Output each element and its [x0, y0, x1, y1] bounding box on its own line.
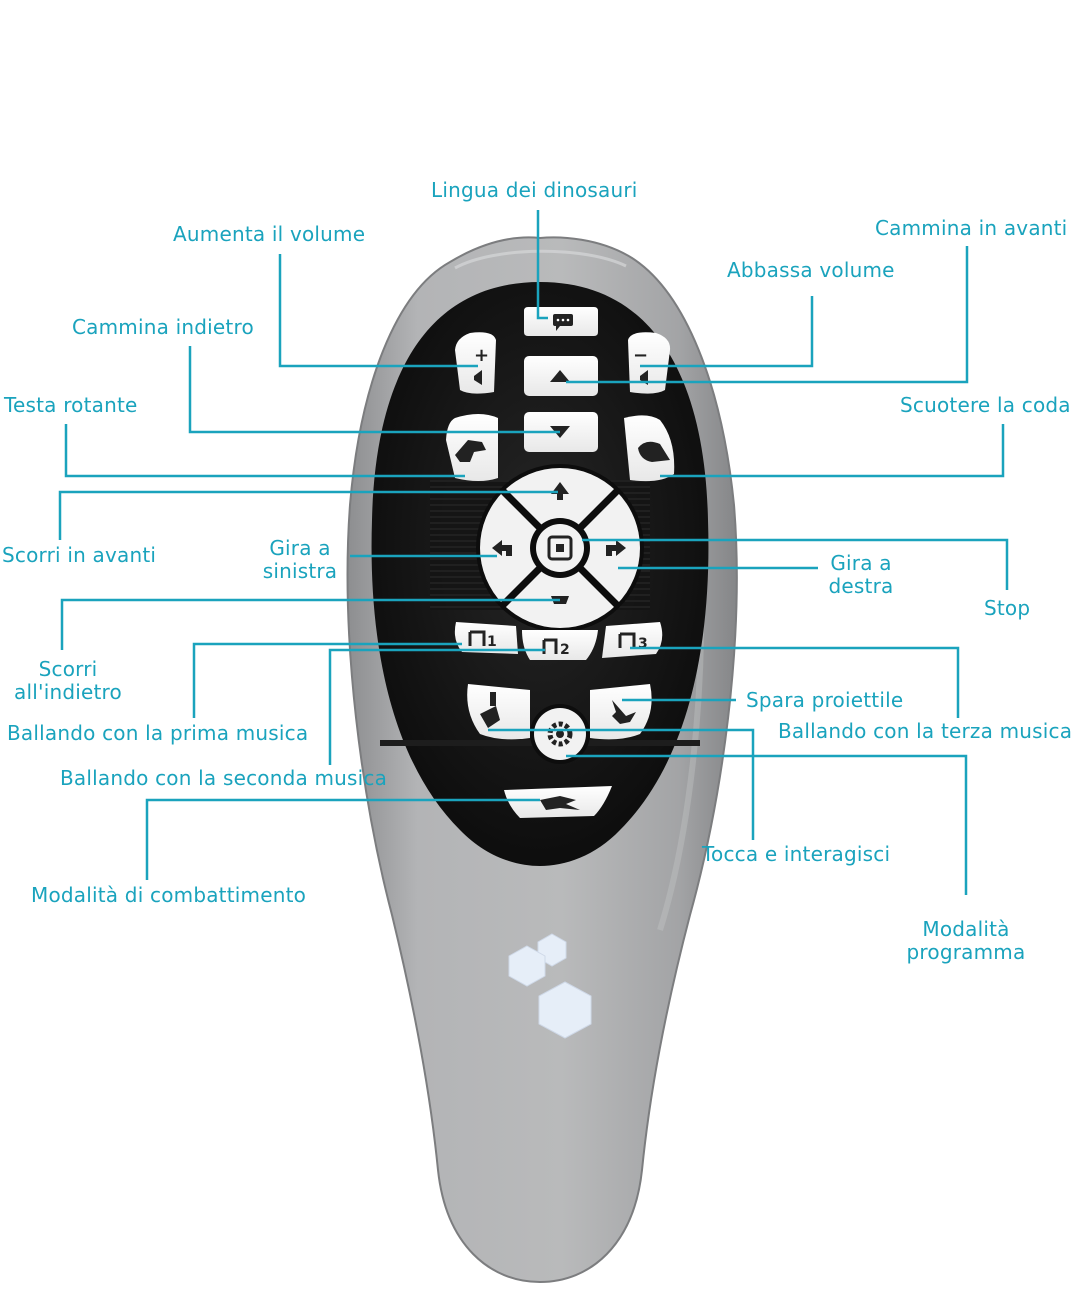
music-1-number: 1 — [487, 634, 497, 650]
label-program-mode: Modalità programma — [900, 918, 1032, 964]
up-arrow-icon — [550, 370, 570, 382]
label-third-music: Ballando con la terza musica — [778, 719, 1073, 743]
music-3-button[interactable]: 3 — [602, 622, 663, 658]
led-indicator — [508, 933, 592, 1039]
plus-icon: + — [474, 345, 489, 366]
dino-language-button[interactable] — [524, 307, 598, 336]
music-1-button[interactable]: 1 — [454, 622, 518, 654]
music-note-icon — [542, 638, 558, 654]
label-program-mode-line2: programma — [906, 940, 1026, 964]
label-turn-right: Gira a destra — [825, 552, 897, 598]
label-second-music: Ballando con la seconda musica — [60, 766, 388, 790]
label-volume-up: Aumenta il volume — [173, 222, 366, 246]
jet-icon — [612, 700, 636, 724]
music-3-number: 3 — [638, 636, 648, 652]
volume-up-button[interactable]: + — [455, 332, 496, 394]
label-shoot-projectile: Spara proiettile — [746, 688, 904, 712]
gear-icon — [547, 721, 573, 747]
label-dino-language: Lingua dei dinosauri — [431, 178, 638, 202]
stop-icon — [547, 535, 573, 561]
dino-tail-icon — [638, 441, 670, 462]
label-walk-forward: Cammina in avanti — [875, 216, 1068, 240]
label-combat-mode: Modalità di combattimento — [31, 883, 307, 907]
shake-tail-button[interactable] — [624, 415, 675, 482]
label-scroll-backward-line1: Scorri — [38, 657, 98, 681]
label-scroll-backward: Scorri all'indietro — [8, 658, 128, 704]
walk-forward-button[interactable] — [524, 356, 598, 396]
program-mode-button[interactable] — [530, 704, 590, 764]
label-turn-left-line2: sinistra — [262, 559, 338, 583]
label-stop: Stop — [984, 596, 1031, 620]
music-2-number: 2 — [560, 642, 570, 658]
leader-lines — [58, 210, 1009, 895]
music-2-button[interactable]: 2 — [522, 630, 598, 660]
label-rotating-head: Testa rotante — [4, 393, 138, 417]
speaker-icon — [474, 370, 482, 385]
label-scroll-backward-line2: all'indietro — [14, 680, 122, 704]
music-note-icon — [468, 630, 486, 646]
hand-touch-icon — [480, 692, 500, 728]
label-turn-left-line1: Gira a — [269, 536, 331, 560]
label-shake-tail: Scuotere la coda — [900, 393, 1071, 417]
direction-pad — [476, 464, 644, 632]
rotating-head-button[interactable] — [446, 414, 498, 481]
turn-left-arrow-icon[interactable] — [492, 540, 512, 556]
label-first-music: Ballando con la prima musica — [7, 721, 309, 745]
label-volume-down: Abbassa volume — [727, 258, 895, 282]
turn-right-arrow-icon[interactable] — [606, 540, 626, 556]
dino-head-icon — [455, 440, 486, 462]
label-walk-backward: Cammina indietro — [72, 315, 254, 339]
label-program-mode-line1: Modalità — [922, 917, 1010, 941]
scroll-forward-arrow-icon[interactable] — [551, 482, 569, 500]
volume-down-button[interactable]: − — [628, 332, 671, 394]
music-note-icon — [618, 632, 636, 648]
label-turn-right-line2: destra — [828, 574, 894, 598]
shoot-projectile-button[interactable] — [590, 684, 652, 740]
label-scroll-forward: Scorri in avanti — [2, 543, 157, 567]
minus-icon: − — [633, 345, 648, 366]
label-turn-left: Gira a sinistra — [258, 537, 342, 583]
combat-mode-button[interactable] — [504, 786, 612, 818]
label-touch-interact: Tocca e interagisci — [702, 842, 891, 866]
touch-interact-button[interactable] — [467, 684, 530, 740]
label-turn-right-line1: Gira a — [830, 551, 892, 575]
fighter-jet-icon — [540, 796, 580, 810]
